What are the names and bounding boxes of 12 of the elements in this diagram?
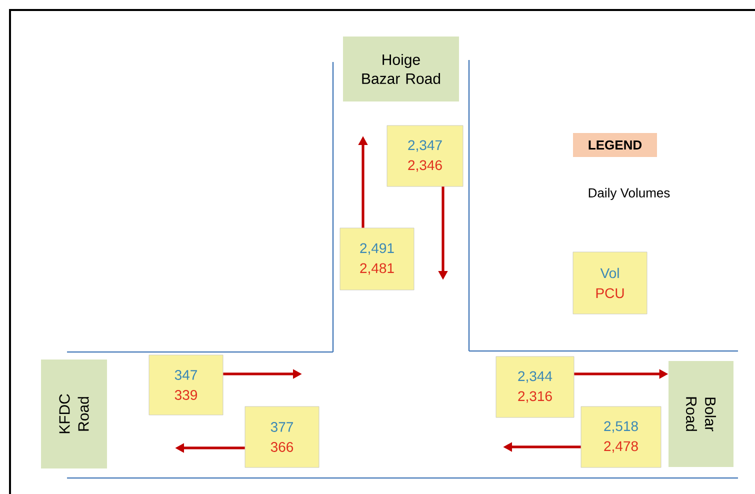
volume-box: 2,347 2,346 [386, 125, 464, 187]
volume-box: 347 339 [148, 354, 224, 416]
legend-title: LEGEND [573, 132, 657, 157]
volume-box: 2,344 2,316 [496, 356, 574, 418]
legend-subtitle: Daily Volumes [588, 188, 670, 200]
volume-box: 2,491 2,481 [340, 228, 414, 290]
volume-box: 2,518 2,478 [580, 406, 662, 468]
road-label-box: KFDC Road [41, 359, 107, 468]
road-label-box: Hoige Bazar Road [343, 36, 459, 102]
volume-box: 377 366 [244, 406, 320, 468]
volume-box: Vol PCU [572, 252, 648, 314]
road-label-box: Bolar Road [668, 360, 734, 467]
